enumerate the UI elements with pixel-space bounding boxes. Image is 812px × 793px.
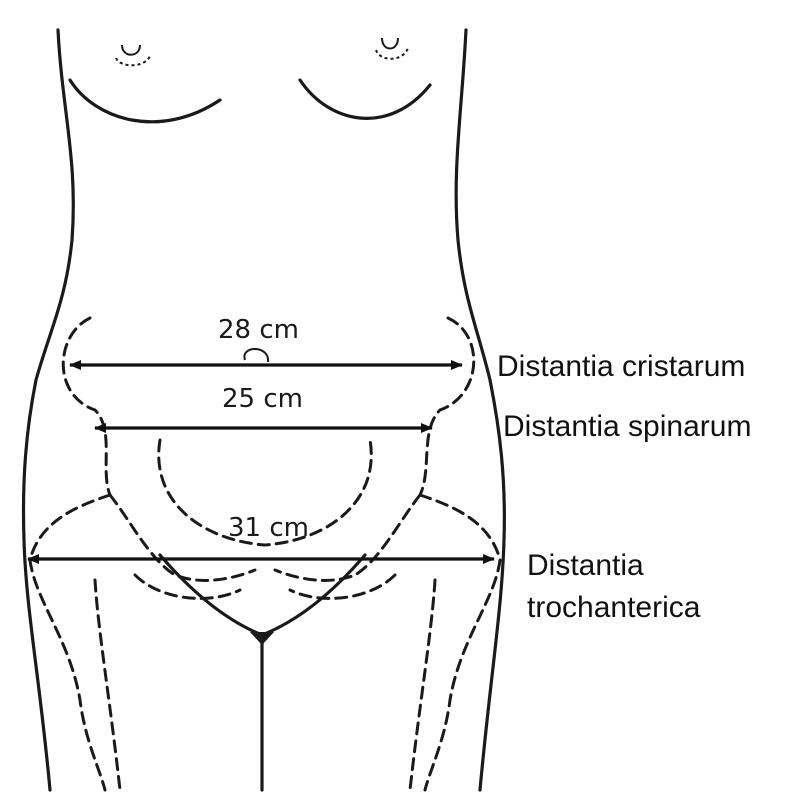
cristarum-label: Distantia cristarum [497, 350, 745, 383]
breasts [70, 38, 430, 122]
pubic-area [160, 555, 365, 790]
trochanterica-value: 31 cm [228, 513, 309, 543]
spinarum-value: 25 cm [222, 384, 303, 414]
trochanterica-label-line1: Distantia [527, 549, 644, 582]
cristarum-value: 28 cm [218, 315, 299, 345]
trochanterica-label-line2: trochanterica [527, 591, 701, 624]
spinarum-label: Distantia spinarum [503, 410, 751, 443]
navel [244, 349, 268, 362]
